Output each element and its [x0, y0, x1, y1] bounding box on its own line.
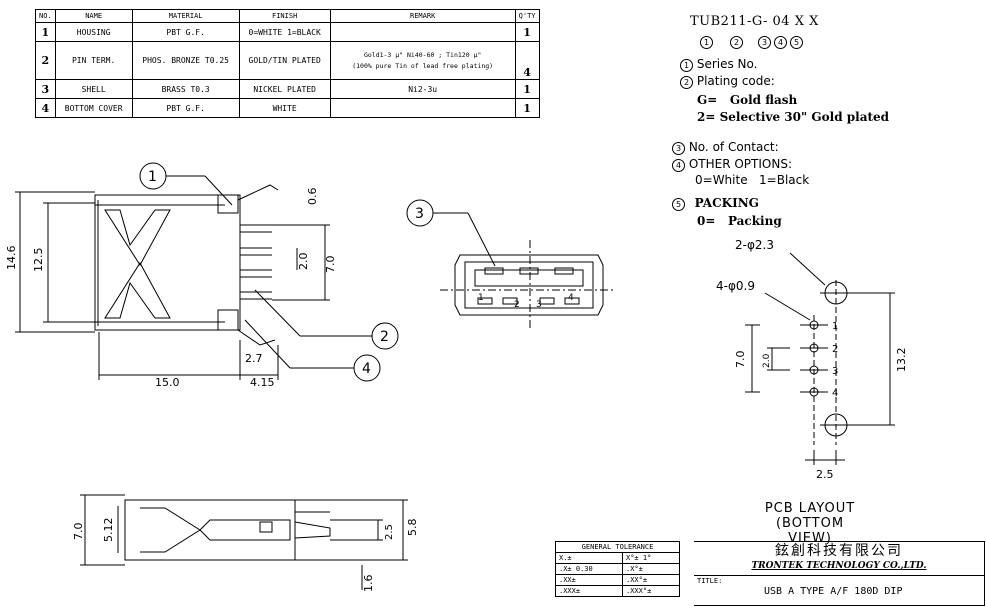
callout-1-label: 1 — [148, 169, 157, 185]
dim-15-0: 15.0 — [155, 376, 180, 389]
drawing-title: USB A TYPE A/F 180D DIP — [764, 586, 903, 597]
pcb-title-line2: (BOTTOM VIEW) — [775, 516, 845, 546]
pcb-pin-1: 1 — [832, 321, 838, 332]
pcb-layout-title: PCB LAYOUT (BOTTOM VIEW) — [755, 501, 865, 546]
marker: 5 — [790, 36, 803, 49]
marker: 4 — [774, 36, 787, 49]
bom-material: PHOS. BRONZE T0.25 — [131, 41, 240, 80]
bottom-dim-5-8: 5.8 — [406, 519, 419, 537]
tol-cell: .XXX± — [555, 585, 623, 597]
bom-material: PBT G.F. — [131, 98, 240, 118]
company-chinese: 鉉創科技有限公司 — [775, 543, 903, 559]
company-english: TRONTEK TECHNOLOGY CO.,LTD. — [751, 561, 927, 571]
front-pin-2: 2 — [514, 300, 520, 310]
pcb-dim-13-2: 13.2 — [895, 348, 908, 373]
title-block: 鉉創科技有限公司 TRONTEK TECHNOLOGY CO.,LTD. TIT… — [694, 541, 985, 606]
bom-finish: WHITE — [238, 98, 331, 118]
note-text: No. of Contact: — [688, 140, 779, 154]
note-4: 4 OTHER OPTIONS: — [672, 157, 792, 172]
pcb-pin-2: 2 — [832, 344, 838, 355]
dim-14-6: 14.6 — [5, 246, 18, 271]
option-color: 0=White 1=Black — [695, 173, 810, 187]
note-num: 5 — [672, 198, 685, 211]
front-view — [406, 199, 615, 330]
bottom-view — [80, 494, 408, 590]
dim-12-5: 12.5 — [32, 248, 45, 273]
tol-cell: X°± 1° — [622, 552, 680, 564]
pcb-small-hole-label: 4-φ0.9 — [716, 279, 755, 293]
bom-qty: 4 — [514, 41, 540, 80]
pcb-big-hole-label: 2-φ2.3 — [735, 238, 774, 252]
note-text: Plating code: — [696, 74, 775, 88]
pcb-dim-2-0: 2.0 — [762, 353, 772, 368]
dim-0-6: 0.6 — [306, 188, 319, 206]
bom-row: 1 HOUSING PBT G.F. 0=WHITE 1=BLACK 1 — [35, 22, 540, 42]
tol-cell: .X°± — [622, 563, 680, 575]
option-g: G= Gold flash — [697, 93, 798, 107]
bottom-dim-5-12: 5.12 — [102, 518, 115, 543]
note-num: 1 — [680, 59, 693, 72]
note-text: PACKING — [694, 196, 759, 210]
marker: 1 — [700, 36, 713, 49]
note-num: 3 — [672, 142, 685, 155]
note-text: OTHER OPTIONS: — [688, 157, 792, 171]
bom-row: 3 SHELL BRASS T0.3 NICKEL PLATED Ni2-3u … — [35, 79, 540, 99]
bom-row: 2 PIN TERM. PHOS. BRONZE T0.25 GOLD/TIN … — [35, 41, 540, 80]
dim-2-0: 2.0 — [297, 253, 310, 271]
pcb-dim-7-0: 7.0 — [734, 351, 747, 369]
note-num: 2 — [680, 76, 693, 89]
option-packing: 0= Packing — [697, 214, 782, 228]
front-pin-4: 4 — [568, 293, 574, 303]
part-number: TUB211-G- 04 X X — [690, 14, 819, 29]
bom-finish: GOLD/TIN PLATED — [238, 41, 331, 80]
bom-table: NO. NAME MATERIAL FINISH REMARK Q'TY 1 H… — [35, 9, 540, 118]
tol-cell: X.± — [555, 552, 623, 564]
dim-2-7: 2.7 — [245, 352, 263, 365]
side-view — [15, 162, 399, 382]
front-pin-1: 1 — [478, 293, 484, 303]
tol-cell: .XX°± — [622, 574, 680, 586]
note-1: 1 Series No. — [680, 57, 757, 72]
marker: 3 — [758, 36, 771, 49]
callout-2-label: 2 — [380, 329, 389, 345]
tolerance-header: GENERAL TOLERANCE — [555, 541, 680, 553]
note-2: 2 Plating code: — [680, 74, 775, 89]
pcb-pin-4: 4 — [832, 388, 838, 399]
bom-name: PIN TERM. — [54, 41, 133, 80]
pcb-dim-2-5: 2.5 — [816, 468, 834, 481]
bom-remark — [329, 98, 516, 118]
bom-header-row: NO. NAME MATERIAL FINISH REMARK Q'TY — [35, 9, 540, 23]
bom-remark-line2: (100% pure Tin of lead free plating) — [352, 61, 494, 70]
pcb-title-line1: PCB LAYOUT — [764, 501, 856, 516]
note-3: 3 No. of Contact: — [672, 140, 779, 155]
dim-7-0: 7.0 — [324, 256, 337, 274]
front-pin-3: 3 — [536, 300, 542, 310]
shell-outline — [94, 194, 241, 331]
bom-row: 4 BOTTOM COVER PBT G.F. WHITE 1 — [35, 98, 540, 118]
bom-remark: Gold1-3 μ" Ni40-60 ; Tin120 μ" (100% pur… — [329, 41, 516, 80]
option-2: 2= Selective 30" Gold plated — [697, 110, 890, 124]
note-num: 4 — [672, 159, 685, 172]
marker: 2 — [730, 36, 743, 49]
pcb-layout — [745, 252, 895, 465]
note-5: 5 PACKING — [672, 192, 759, 211]
tol-cell: .XX± — [555, 574, 623, 586]
tol-cell: .XXX°± — [622, 585, 680, 597]
callout-4-label: 4 — [362, 361, 371, 377]
title-label: TITLE: — [697, 577, 723, 585]
company-box: 鉉創科技有限公司 TRONTEK TECHNOLOGY CO.,LTD. — [694, 542, 984, 576]
part-number-markers: 1 2 3 4 5 — [700, 36, 810, 50]
bottom-dim-7-0: 7.0 — [72, 523, 85, 541]
dim-4-15: 4.15 — [250, 376, 275, 389]
pcb-pin-3: 3 — [832, 366, 838, 377]
bom-qty: 1 — [514, 98, 540, 118]
bom-remark-line1: Gold1-3 μ" Ni40-60 ; Tin120 μ" — [363, 50, 482, 59]
tol-cell: .X± 0.30 — [555, 563, 623, 575]
note-text: Series No. — [696, 57, 758, 71]
bottom-dim-1-6: 1.6 — [362, 575, 375, 593]
callout-3-label: 3 — [415, 206, 424, 222]
tolerance-table: GENERAL TOLERANCE X.±X°± 1° .X± 0.30.X°±… — [555, 541, 680, 597]
bottom-dim-2-5: 2.5 — [384, 524, 395, 540]
